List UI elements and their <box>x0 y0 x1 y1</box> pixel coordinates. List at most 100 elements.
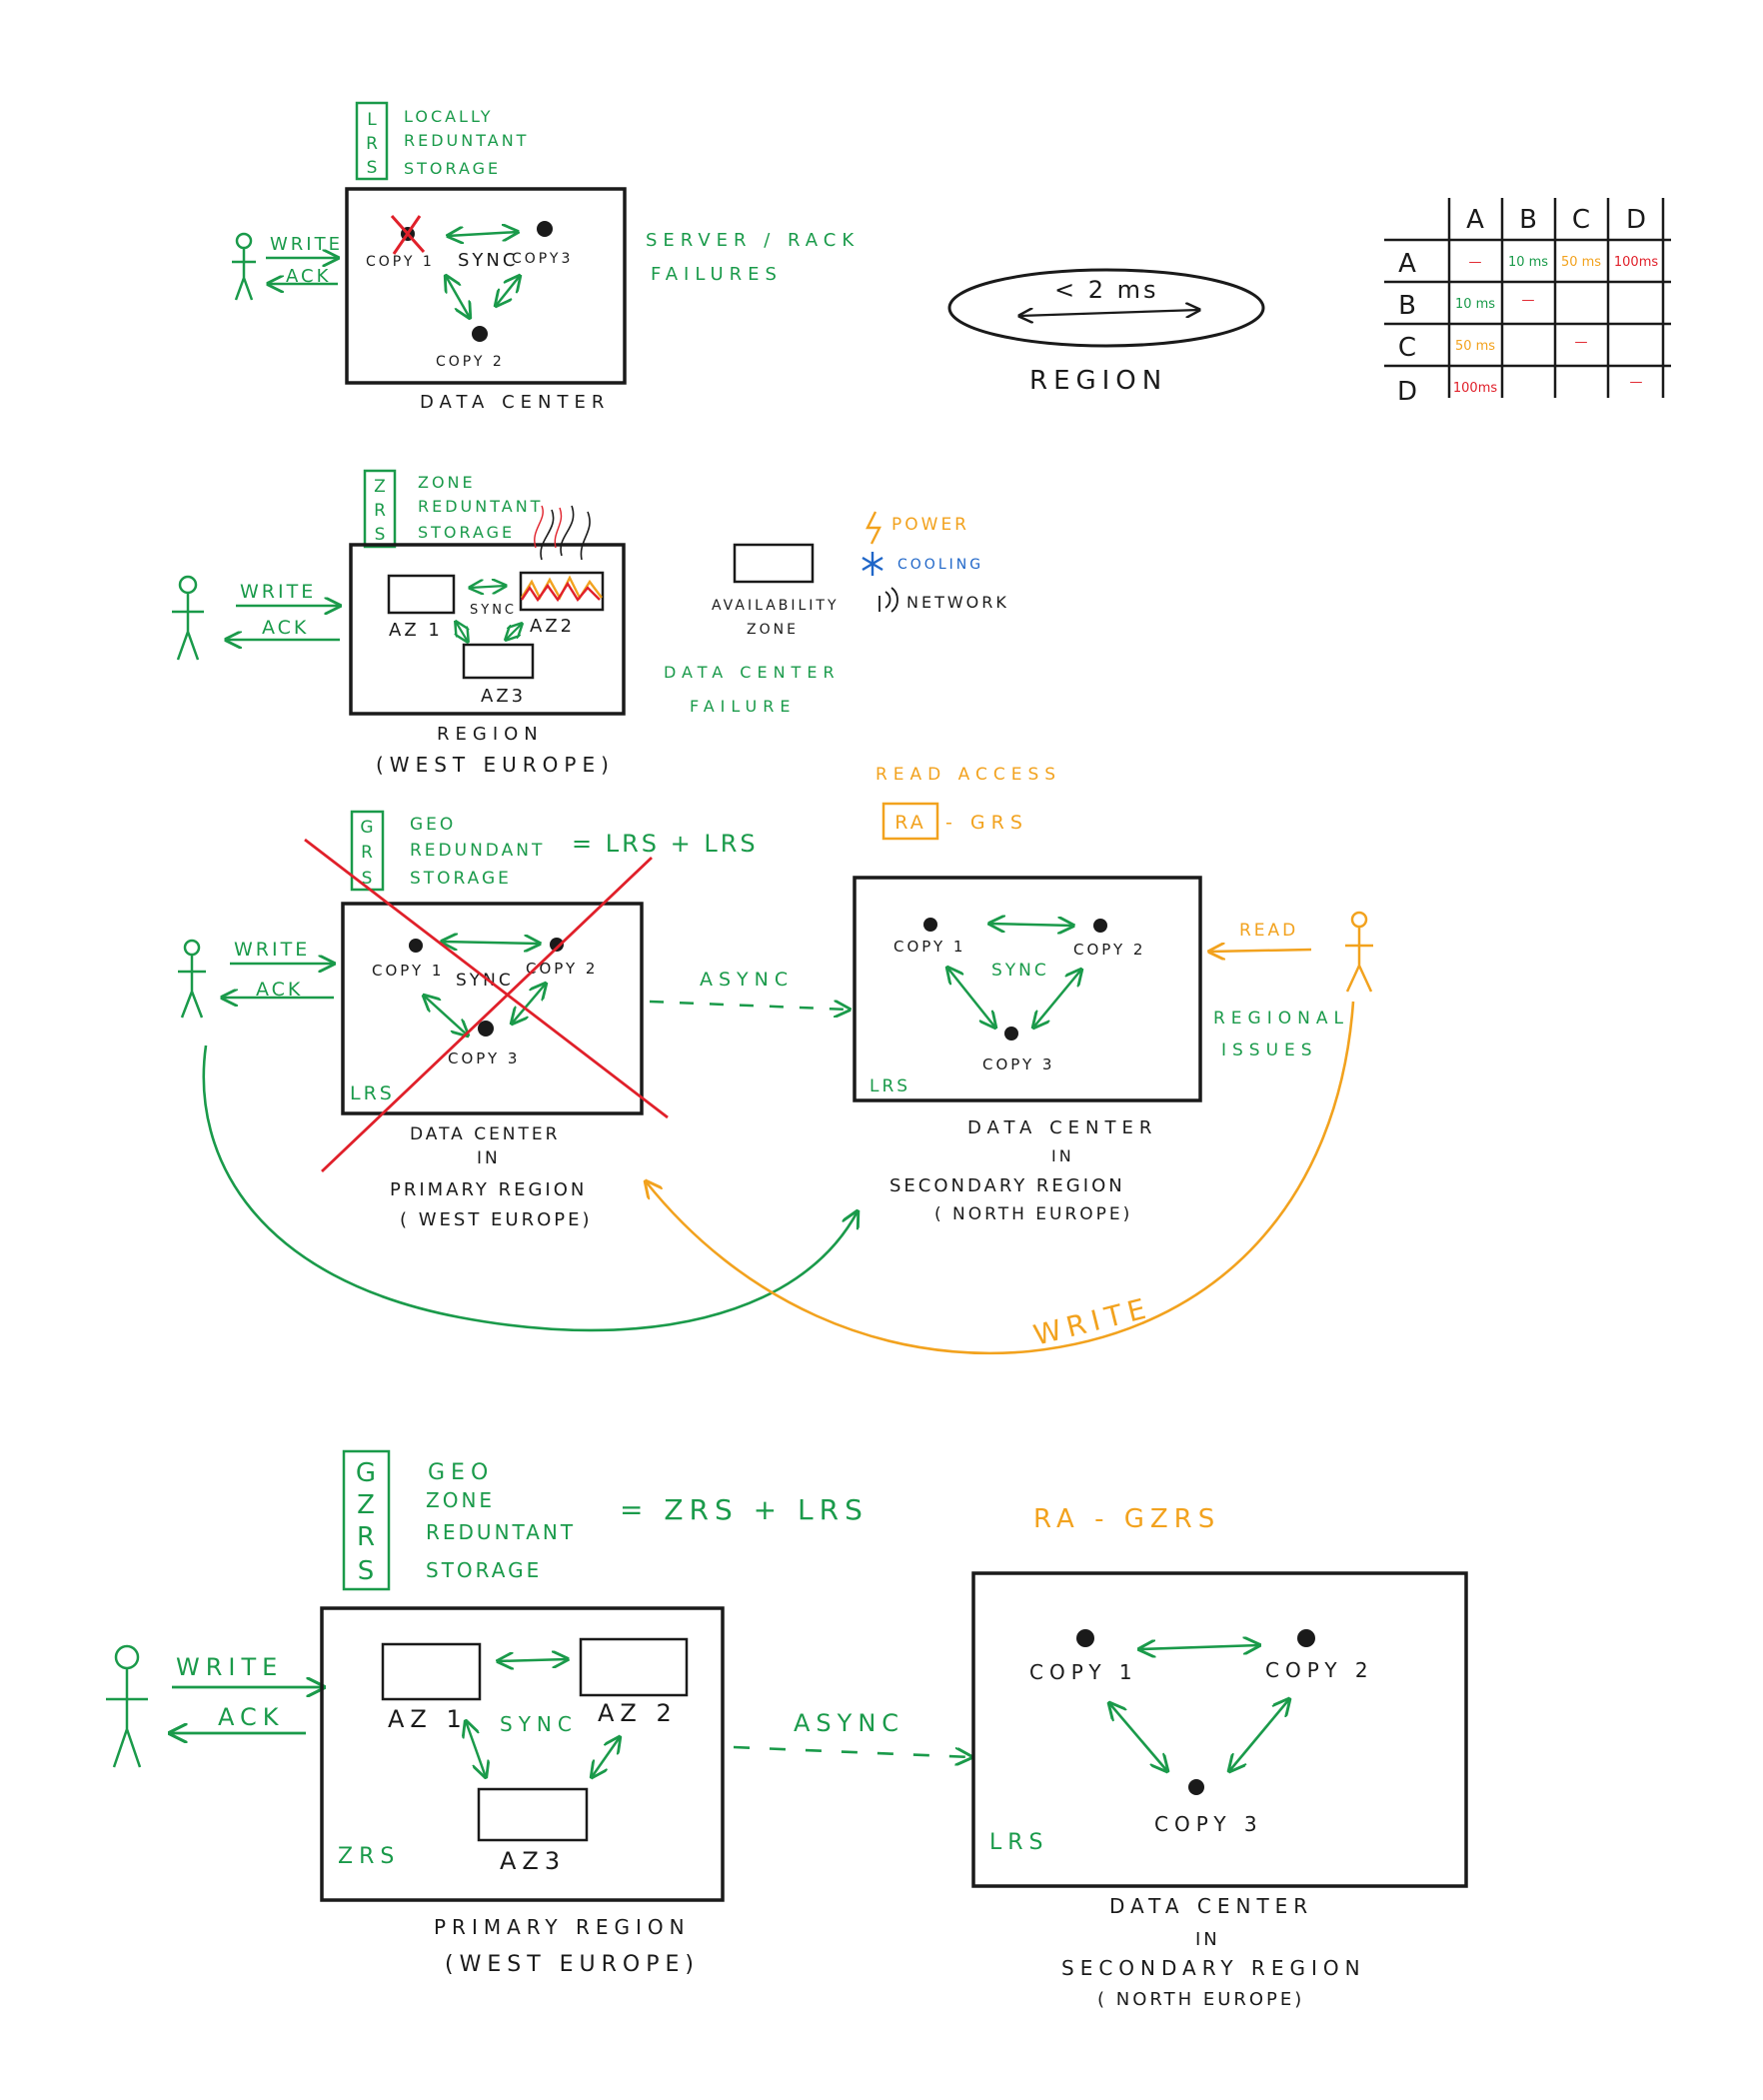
zone-label: AZ 1 <box>388 1705 468 1733</box>
sync-arrow <box>506 624 522 640</box>
sync-arrow <box>446 276 470 318</box>
read-access-label: READ ACCESS <box>876 765 1061 785</box>
lrs-tag: LRS <box>350 1082 395 1104</box>
zrs-acronym-letter: R <box>374 501 386 521</box>
secondary-label: DATA CENTER <box>1109 1894 1313 1918</box>
lrs-tag: LRS <box>870 1076 910 1096</box>
copy-node <box>923 918 937 932</box>
sync-arrow <box>947 968 995 1028</box>
sync-label: SYNC <box>458 250 518 271</box>
table-cell: — <box>1630 375 1643 390</box>
failure-scope-label: SERVER / RACK <box>646 230 860 251</box>
primary-region-box <box>320 1606 725 1902</box>
zone-label: AZ3 <box>500 1847 566 1875</box>
grs-acronym-letter: S <box>362 869 373 889</box>
sync-arrow <box>448 232 518 236</box>
copy-label: COPY 3 <box>982 1055 1054 1073</box>
grs-acronym-letter: R <box>361 843 373 863</box>
region-failure-cross <box>304 838 669 1173</box>
copy-node <box>1093 919 1107 933</box>
primary-label: IN <box>477 1148 501 1168</box>
user-figure-icon <box>106 1644 148 1768</box>
table-cell: 100ms <box>1453 381 1497 396</box>
region-box-label: (WEST EUROPE) <box>376 753 615 777</box>
copy-node <box>550 938 564 952</box>
table-cell: — <box>1469 255 1482 270</box>
region-latency-label: < 2 ms <box>1054 276 1159 304</box>
gzrs-word: GEO <box>428 1460 494 1485</box>
primary-label: DATA CENTER <box>410 1124 560 1144</box>
sync-label: SYNC <box>500 1712 578 1736</box>
latency-table-headers: A B C D A B C D <box>1397 205 1646 407</box>
gzrs-acronym-letter: R <box>357 1522 375 1552</box>
copy-node <box>1297 1629 1315 1647</box>
ra-gzrs-label: RA - GZRS <box>1033 1504 1220 1534</box>
copy-node <box>1188 1779 1204 1795</box>
lrs-acronym-letter: R <box>366 134 378 154</box>
network-label: NETWORK <box>906 593 1009 612</box>
copy-node <box>472 326 488 342</box>
ack-label: ACK <box>286 266 331 287</box>
region-box <box>349 543 626 716</box>
availability-zone-box <box>519 571 605 612</box>
secondary-label: DATA CENTER <box>967 1117 1157 1138</box>
ra-box <box>882 802 939 841</box>
table-row-header: A <box>1398 249 1416 279</box>
ra-grs-label: - GRS <box>945 812 1028 834</box>
lrs-word: STORAGE <box>404 159 501 178</box>
zone-label: AZ3 <box>481 686 526 707</box>
availability-zone-box <box>579 1637 689 1697</box>
fire-icon <box>520 505 603 603</box>
lrs-word: LOCALLY <box>404 107 494 126</box>
table-column-header: A <box>1466 205 1484 235</box>
latency-table <box>1384 198 1671 398</box>
failed-copy-cross <box>390 215 426 255</box>
write-label: WRITE <box>234 939 310 961</box>
table-cell: 50 ms <box>1455 339 1495 354</box>
sync-arrow <box>592 1737 620 1777</box>
table-cell: — <box>1522 293 1535 308</box>
sync-arrow <box>1139 1645 1259 1649</box>
sync-arrow <box>466 1721 486 1777</box>
region-ellipse <box>947 268 1265 348</box>
read-arrow <box>1209 950 1312 952</box>
primary-region-label: (WEST EUROPE) <box>445 1952 700 1977</box>
zrs-section: Z R S ZONE REDUNTANT STORAGE WRITE ACK A… <box>172 469 1009 777</box>
gzrs-equation: = ZRS + LRS <box>620 1493 869 1526</box>
async-label: ASYNC <box>700 969 794 991</box>
sync-arrow <box>456 622 468 642</box>
zrs-tag: ZRS <box>338 1844 400 1869</box>
sync-label: SYNC <box>991 961 1049 981</box>
copy-label: COPY 1 <box>893 938 965 956</box>
sync-arrow <box>498 1659 568 1661</box>
table-row-header: C <box>1398 333 1416 363</box>
secondary-data-center-box <box>971 1571 1468 1888</box>
lrs-acronym-box <box>355 101 389 181</box>
primary-label: PRIMARY REGION <box>390 1179 587 1200</box>
gzrs-acronym-letter: Z <box>357 1490 375 1520</box>
zone-label: AZ2 <box>530 616 575 637</box>
failure-scope-label: FAILURES <box>651 264 783 285</box>
grs-acronym-letter: G <box>360 818 373 838</box>
failover-write-orange-arrow <box>646 1001 1355 1355</box>
zrs-word: REDUNTANT <box>418 497 543 516</box>
data-center-label: DATA CENTER <box>420 392 610 413</box>
copy-label: COPY 3 <box>448 1050 520 1067</box>
table-cell: 10 ms <box>1508 255 1548 270</box>
sync-arrow <box>512 984 546 1024</box>
power-label: POWER <box>891 515 969 535</box>
availability-zone-legend-box <box>733 543 815 584</box>
grs-section: READ ACCESS RA - GRS G R S GEO REDUNDANT… <box>178 765 1373 1355</box>
secondary-label: IN <box>1195 1929 1220 1950</box>
regional-issues-label: REGIONAL <box>1213 1009 1349 1029</box>
write-label: WRITE <box>240 581 316 603</box>
zrs-word: STORAGE <box>418 523 515 542</box>
copy-node <box>409 939 423 953</box>
copy-node <box>478 1021 494 1037</box>
zrs-acronym-box <box>363 469 397 549</box>
lrs-acronym-letter: S <box>367 158 378 178</box>
copy-label: COPY 1 <box>372 962 444 980</box>
availability-zone-box <box>387 574 456 615</box>
secondary-data-center-box <box>853 876 1202 1102</box>
